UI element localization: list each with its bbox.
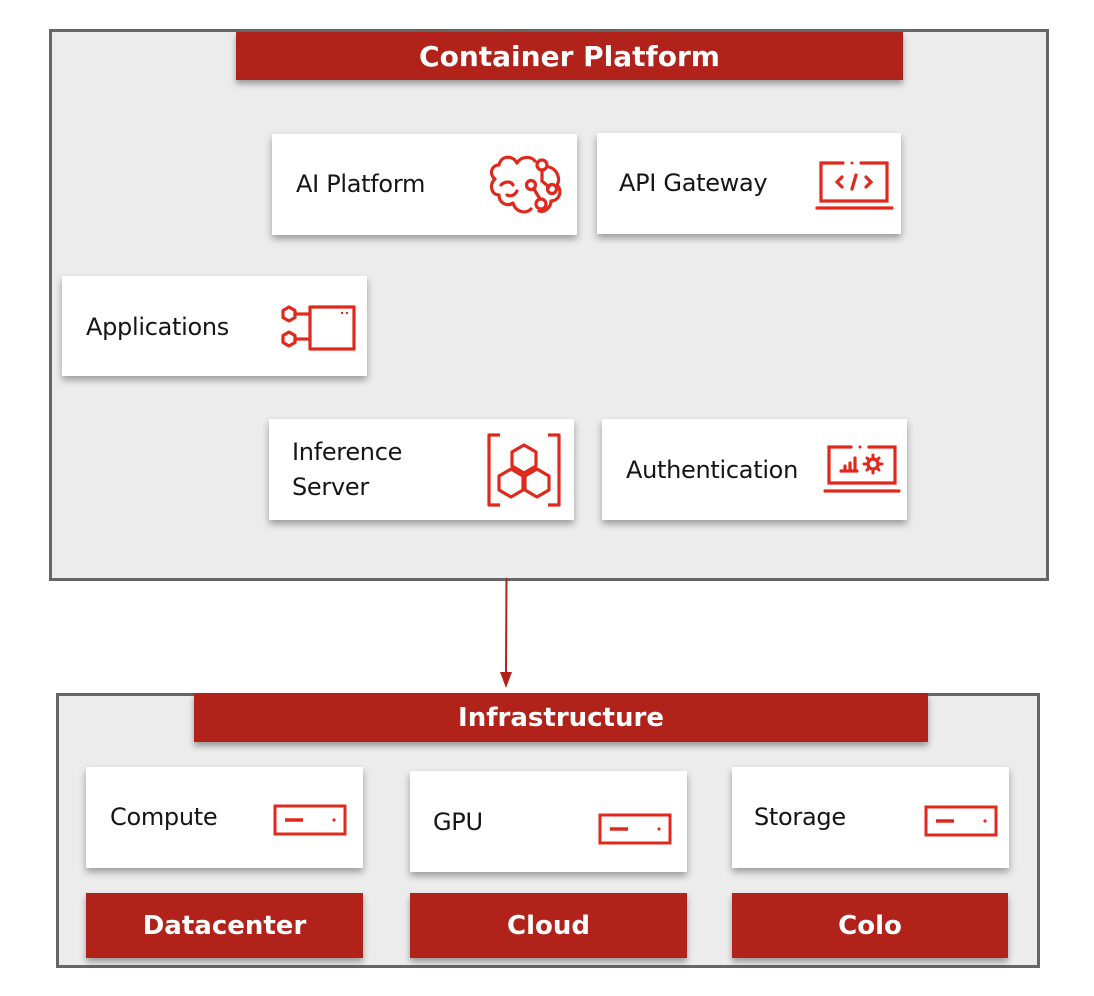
compute-card[interactable]: Compute	[86, 767, 363, 868]
server-icon	[273, 804, 347, 836]
infrastructure-title: Infrastructure	[194, 693, 928, 742]
applications-card[interactable]: Applications	[62, 276, 367, 376]
inference-server-card[interactable]: Inference Server	[269, 419, 574, 520]
location-datacenter: Datacenter	[86, 893, 363, 958]
authentication-card[interactable]: Authentication	[602, 419, 907, 520]
applications-label: Applications	[86, 313, 230, 341]
laptop-chart-gear-icon	[823, 441, 903, 497]
platform-to-infrastructure-arrow	[500, 578, 512, 688]
gpu-label: GPU	[433, 808, 483, 836]
api-gateway-card[interactable]: API Gateway	[597, 133, 901, 234]
api-gateway-label: API Gateway	[619, 169, 768, 197]
inference-server-label-line1: Inference	[292, 438, 403, 466]
ai-platform-label: AI Platform	[296, 170, 426, 198]
app-modules-icon	[280, 304, 360, 354]
storage-card[interactable]: Storage	[732, 767, 1009, 868]
container-platform-title: Container Platform	[236, 32, 903, 80]
storage-label: Storage	[754, 803, 846, 831]
authentication-label: Authentication	[626, 456, 798, 484]
gpu-card[interactable]: GPU	[410, 771, 687, 872]
brain-network-icon	[487, 151, 567, 223]
server-icon	[598, 813, 672, 845]
server-icon	[924, 805, 998, 837]
location-colo: Colo	[732, 893, 1008, 958]
inference-server-label-line2: Server	[292, 473, 369, 501]
hexagon-cluster-icon	[486, 432, 562, 508]
laptop-code-icon	[815, 157, 895, 213]
location-cloud: Cloud	[410, 893, 687, 958]
ai-platform-card[interactable]: AI Platform	[272, 134, 577, 235]
compute-label: Compute	[110, 803, 218, 831]
